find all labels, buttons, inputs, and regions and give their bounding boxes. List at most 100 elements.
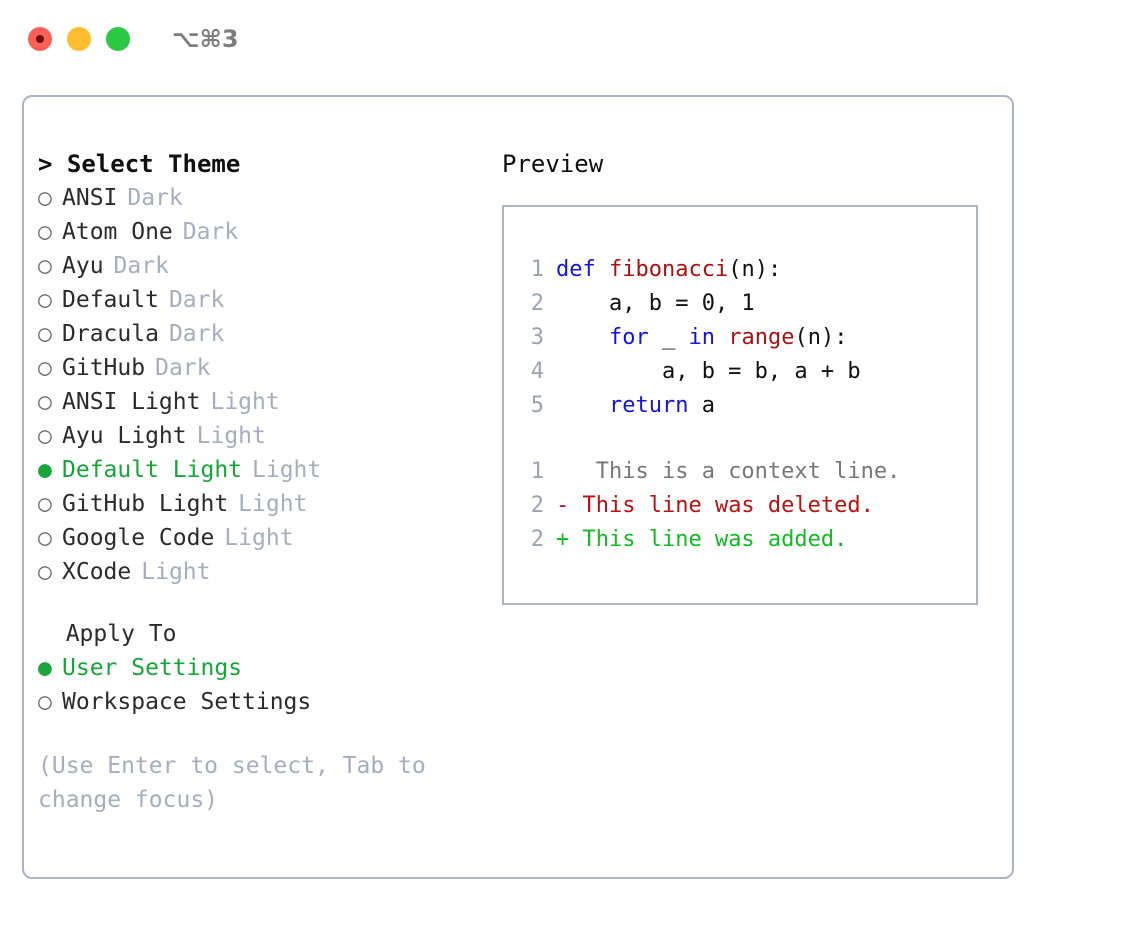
code-token: in [688,325,715,350]
code-token [715,325,728,350]
line-number: 3 [530,325,544,350]
code-token: (n): [794,325,848,350]
radio-unselected-icon: ○ [38,689,52,715]
apply-to-option-user-settings[interactable]: ●User Settings [38,651,490,685]
code-line: 1 def fibonacci(n): [518,253,861,287]
apply-to-option-list: ●User Settings ○ Workspace Settings [38,651,490,719]
radio-unselected-icon: ○ [38,287,52,313]
code-token: a, b = 0, 1 [556,291,755,316]
theme-variant-tag: Dark [168,321,225,347]
theme-variant-tag: Light [224,525,294,551]
theme-variant-tag: Light [210,389,280,415]
theme-option-label: GitHub [62,355,146,381]
theme-option-label: GitHub Light [62,491,229,517]
code-line: 2 a, b = 0, 1 [518,287,861,321]
diff-text: This line was added. [569,527,848,552]
code-token: _ [648,325,689,350]
code-token: return [608,393,689,418]
line-number: 2 [530,527,544,552]
minimize-button[interactable] [67,27,91,51]
theme-option-ansi[interactable]: ○ ANSI Dark [38,181,490,215]
keyboard-shortcut-label: ⌥⌘3 [172,25,239,53]
close-button[interactable] [28,27,52,51]
radio-unselected-icon: ○ [38,423,52,449]
diff-marker [556,459,569,484]
diff-marker: + [556,527,570,552]
theme-variant-tag: Dark [113,253,169,279]
diff-line: 1 This is a context line. [518,455,901,489]
apply-to-option-label: Workspace Settings [62,689,312,715]
title-bar: ⌥⌘3 [0,0,1140,78]
theme-option-label: ANSI [62,185,118,211]
line-number: 2 [530,493,544,518]
code-token: (n): [728,257,782,282]
radio-unselected-icon: ○ [38,185,52,211]
code-token [556,325,609,350]
code-token: def [556,257,609,282]
keyboard-hint-text: (Use Enter to select, Tab to change focu… [38,753,426,813]
theme-variant-tag: Light [141,559,211,585]
theme-option-label: Google Code [62,525,215,551]
diff-text: This line was deleted. [569,493,874,518]
radio-selected-icon: ● [38,457,52,483]
theme-variant-tag: Light [196,423,266,449]
theme-option-label: Dracula [62,321,159,347]
theme-option-label: Default [62,287,159,313]
diff-sample: 1 This is a context line.2- This line wa… [518,455,901,557]
radio-unselected-icon: ○ [38,559,52,585]
diff-line: 2 + This line was added. [518,523,900,557]
diff-line: 2- This line was deleted. [518,489,900,523]
theme-variant-tag: Dark [182,219,239,245]
theme-option-google-code[interactable]: ○ Google Code Light [38,521,490,555]
theme-option-ansi-light[interactable]: ○ ANSI Light Light [38,385,490,419]
line-number: 1 [530,459,544,484]
apply-to-option-workspace-settings[interactable]: ○ Workspace Settings [38,685,490,719]
theme-variant-tag: Light [238,491,308,517]
theme-variant-tag: Dark [127,185,183,211]
diff-text: This is a context line. [569,459,901,484]
theme-option-label: Ayu Light [62,423,187,449]
radio-unselected-icon: ○ [38,491,52,517]
theme-option-xcode[interactable]: ○ XCode Light [38,555,490,589]
radio-unselected-icon: ○ [38,525,52,551]
select-theme-header: > Select Theme [38,150,241,178]
theme-option-ayu-light[interactable]: ○ Ayu Light Light [38,419,490,453]
line-number: 1 [530,257,544,282]
theme-option-dracula[interactable]: ○ Dracula Dark [38,317,490,351]
recording-dot-icon [36,35,44,43]
radio-unselected-icon: ○ [38,219,52,245]
radio-unselected-icon: ○ [38,253,52,279]
line-number: 2 [530,291,544,316]
theme-option-label: Ayu [62,253,104,279]
radio-selected-icon: ● [38,655,52,681]
code-token [556,393,609,418]
line-number: 5 [530,393,544,418]
code-token: a [688,393,715,418]
theme-option-label: XCode [62,559,132,585]
theme-option-label: ANSI Light [62,389,201,415]
traffic-lights [28,27,130,51]
diff-marker: - [556,493,570,518]
theme-variant-tag: Dark [155,355,211,381]
theme-option-default[interactable]: ○ Default Dark [38,283,490,317]
code-token: fibonacci [608,257,729,282]
radio-unselected-icon: ○ [38,389,52,415]
preview-title: Preview [502,150,604,178]
code-line: 5 return a [518,389,861,423]
theme-variant-tag: Dark [168,287,225,313]
zoom-button[interactable] [106,27,130,51]
theme-option-github-light[interactable]: ○ GitHub Light Light [38,487,490,521]
apply-to-title: Apply To [38,621,177,647]
radio-unselected-icon: ○ [38,321,52,347]
theme-option-ayu[interactable]: ○ Ayu Dark [38,249,490,283]
